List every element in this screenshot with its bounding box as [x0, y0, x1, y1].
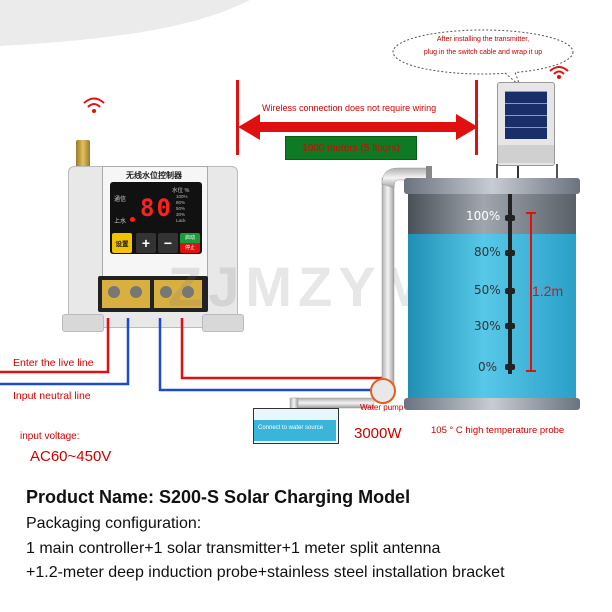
solar-transmitter — [497, 82, 555, 166]
callout-line-2: plug in the switch cable and wrap it up — [423, 49, 543, 56]
height-marker — [530, 212, 532, 372]
level-item: 80% — [176, 200, 186, 205]
right-divider-line — [475, 80, 478, 155]
water-tank — [404, 178, 580, 410]
height-label: 1.2m — [532, 283, 564, 299]
probe-sensor — [505, 364, 515, 370]
tank-water — [408, 234, 576, 400]
stop-label: 停止 — [180, 243, 200, 253]
packaging-heading: Packaging configuration: — [26, 515, 202, 532]
transmitter-wifi-icon — [549, 66, 569, 79]
voltage-value: AC60~450V — [30, 448, 112, 465]
wifi-icon — [83, 97, 105, 113]
distance-banner: 1000 meters (5 floors) — [285, 136, 417, 160]
probe-rod — [508, 194, 512, 374]
level-item: 30% — [176, 212, 186, 217]
tank-level-label: 30% — [474, 319, 501, 333]
probe-sensor — [505, 215, 515, 221]
controller-title: 无线水位控制器 — [126, 171, 182, 180]
live-line-label: Enter the live line — [13, 357, 94, 369]
distance-arrow — [238, 114, 478, 140]
water-pump-label: Water pump — [360, 403, 404, 412]
probe-sensor — [505, 250, 515, 256]
level-label: 水位 % — [172, 188, 190, 194]
distance-label: 1000 meters (5 floors) — [302, 142, 400, 154]
top-wave-decoration — [0, 0, 250, 46]
set-button[interactable]: 设置 — [112, 233, 132, 253]
product-name: Product Name: S200-S Solar Charging Mode… — [26, 487, 411, 507]
antenna — [76, 140, 90, 170]
tank-level-label: 0% — [478, 360, 498, 374]
input-voltage-label: input voltage: — [20, 431, 80, 442]
probe-sensor — [505, 288, 515, 294]
packaging-line-1: 1 main controller+1 solar transmitter+1 … — [26, 540, 441, 557]
probe-label: 105 ° C high temperature probe — [431, 425, 565, 436]
level-item: 50% — [176, 206, 186, 211]
connect-label: Connect to water source — [258, 425, 324, 431]
tank-level-label: 80% — [474, 245, 501, 259]
tank-air — [408, 194, 576, 234]
plus-button[interactable]: + — [136, 233, 156, 253]
tank-base — [404, 398, 580, 410]
controller-device: 无线水位控制器 通信 上水 80 水位 % 100% 80% 50% 30% L… — [62, 118, 244, 333]
water-indicator-dot — [130, 217, 135, 222]
start-stop-button[interactable]: 启动 停止 — [180, 233, 200, 253]
minus-button[interactable]: − — [158, 233, 178, 253]
water-label: 上水 — [114, 219, 127, 225]
probe-sensor — [505, 323, 515, 329]
level-item: 100% — [176, 194, 188, 199]
neutral-line-label: Input neutral line — [13, 390, 91, 402]
power-label: 3000W — [354, 425, 402, 442]
solar-panel — [505, 91, 547, 139]
level-items: 100% 80% 50% 30% Lack — [176, 194, 188, 224]
start-label: 启动 — [180, 233, 200, 243]
tank-level-label: 50% — [474, 283, 501, 297]
tank-level-label: 100% — [466, 209, 501, 223]
level-display: 80 — [140, 194, 173, 222]
level-item: Lack — [176, 218, 186, 223]
tank-lid — [404, 178, 580, 194]
wireless-text: Wireless connection does not require wir… — [262, 103, 437, 113]
packaging-line-2: +1.2-meter deep induction probe+stainles… — [26, 564, 505, 581]
water-source-water — [254, 420, 336, 441]
callout-line-1: After installing the transmitter, — [436, 36, 530, 43]
water-pump — [370, 378, 396, 404]
left-divider-line — [236, 80, 239, 155]
comm-label: 通信 — [114, 197, 127, 203]
